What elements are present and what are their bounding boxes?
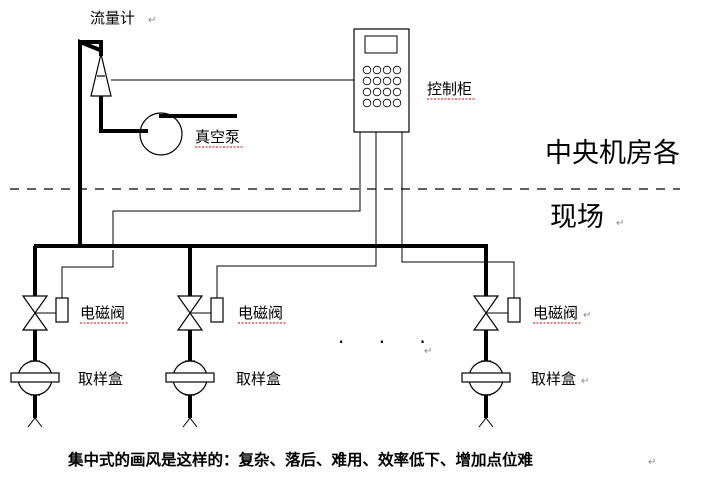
keypad-button: [362, 98, 372, 108]
keypad-button: [392, 76, 402, 86]
return-arrow-icon: ↵: [148, 15, 156, 26]
keypad-button: [382, 65, 392, 75]
solenoid-valve-label: 电磁阀: [80, 304, 125, 322]
sampling-box-label: 取样盒: [78, 370, 123, 388]
keypad-button: [372, 65, 382, 75]
keypad-button: [372, 76, 382, 86]
caption: 集中式的画风是这样的：复杂、落后、难用、效率低下、增加点位难: [67, 450, 534, 469]
keypad-button: [392, 65, 402, 75]
sampling-box-symbol: [10, 360, 60, 396]
sampling-box-symbol: [461, 360, 511, 396]
flowmeter-symbol: [90, 53, 112, 97]
control-cabinet: [353, 28, 410, 133]
keypad-button: [392, 87, 402, 97]
return-arrow-icon: ↵: [583, 310, 591, 321]
keypad-button: [362, 87, 372, 97]
main-pipe: [33, 39, 488, 296]
sampling-box-symbol: [165, 360, 215, 396]
control-cabinet-label: 控制柜: [427, 80, 472, 98]
solenoid-valve-symbol: [176, 295, 224, 331]
return-arrow-icon: ↵: [581, 376, 589, 387]
return-arrow-icon: ↵: [648, 457, 656, 468]
sampling-box-label: 取样盒: [236, 370, 281, 388]
sampling-box-label: 取样盒: [531, 370, 576, 388]
keypad-button: [392, 98, 402, 108]
keypad-button: [382, 98, 392, 108]
keypad-button: [382, 87, 392, 97]
solenoid-valve-label: 电磁阀: [238, 304, 283, 322]
keypad-button: [382, 76, 392, 86]
vacuum-pump-label: 真空泵: [195, 128, 240, 146]
solenoid-valve-symbol: [21, 295, 69, 331]
return-arrow-icon: ↵: [616, 218, 624, 229]
vacuum-pump-symbol: [139, 112, 237, 156]
keypad-button: [362, 76, 372, 86]
flowmeter-label: 流量计: [90, 9, 135, 27]
keypad-button: [372, 98, 382, 108]
keypad-button: [362, 65, 372, 75]
central-room-label: 中央机房各: [545, 138, 680, 169]
solenoid-valve-symbol: [472, 295, 521, 331]
solenoid-valve-label: 电磁阀: [533, 304, 578, 322]
field-label: 现场: [550, 202, 604, 233]
signal-wires: [61, 132, 515, 298]
keypad-button: [372, 87, 382, 97]
return-arrow-icon: ↵: [424, 346, 432, 357]
more-branches-ellipsis: · · ·: [338, 330, 440, 354]
